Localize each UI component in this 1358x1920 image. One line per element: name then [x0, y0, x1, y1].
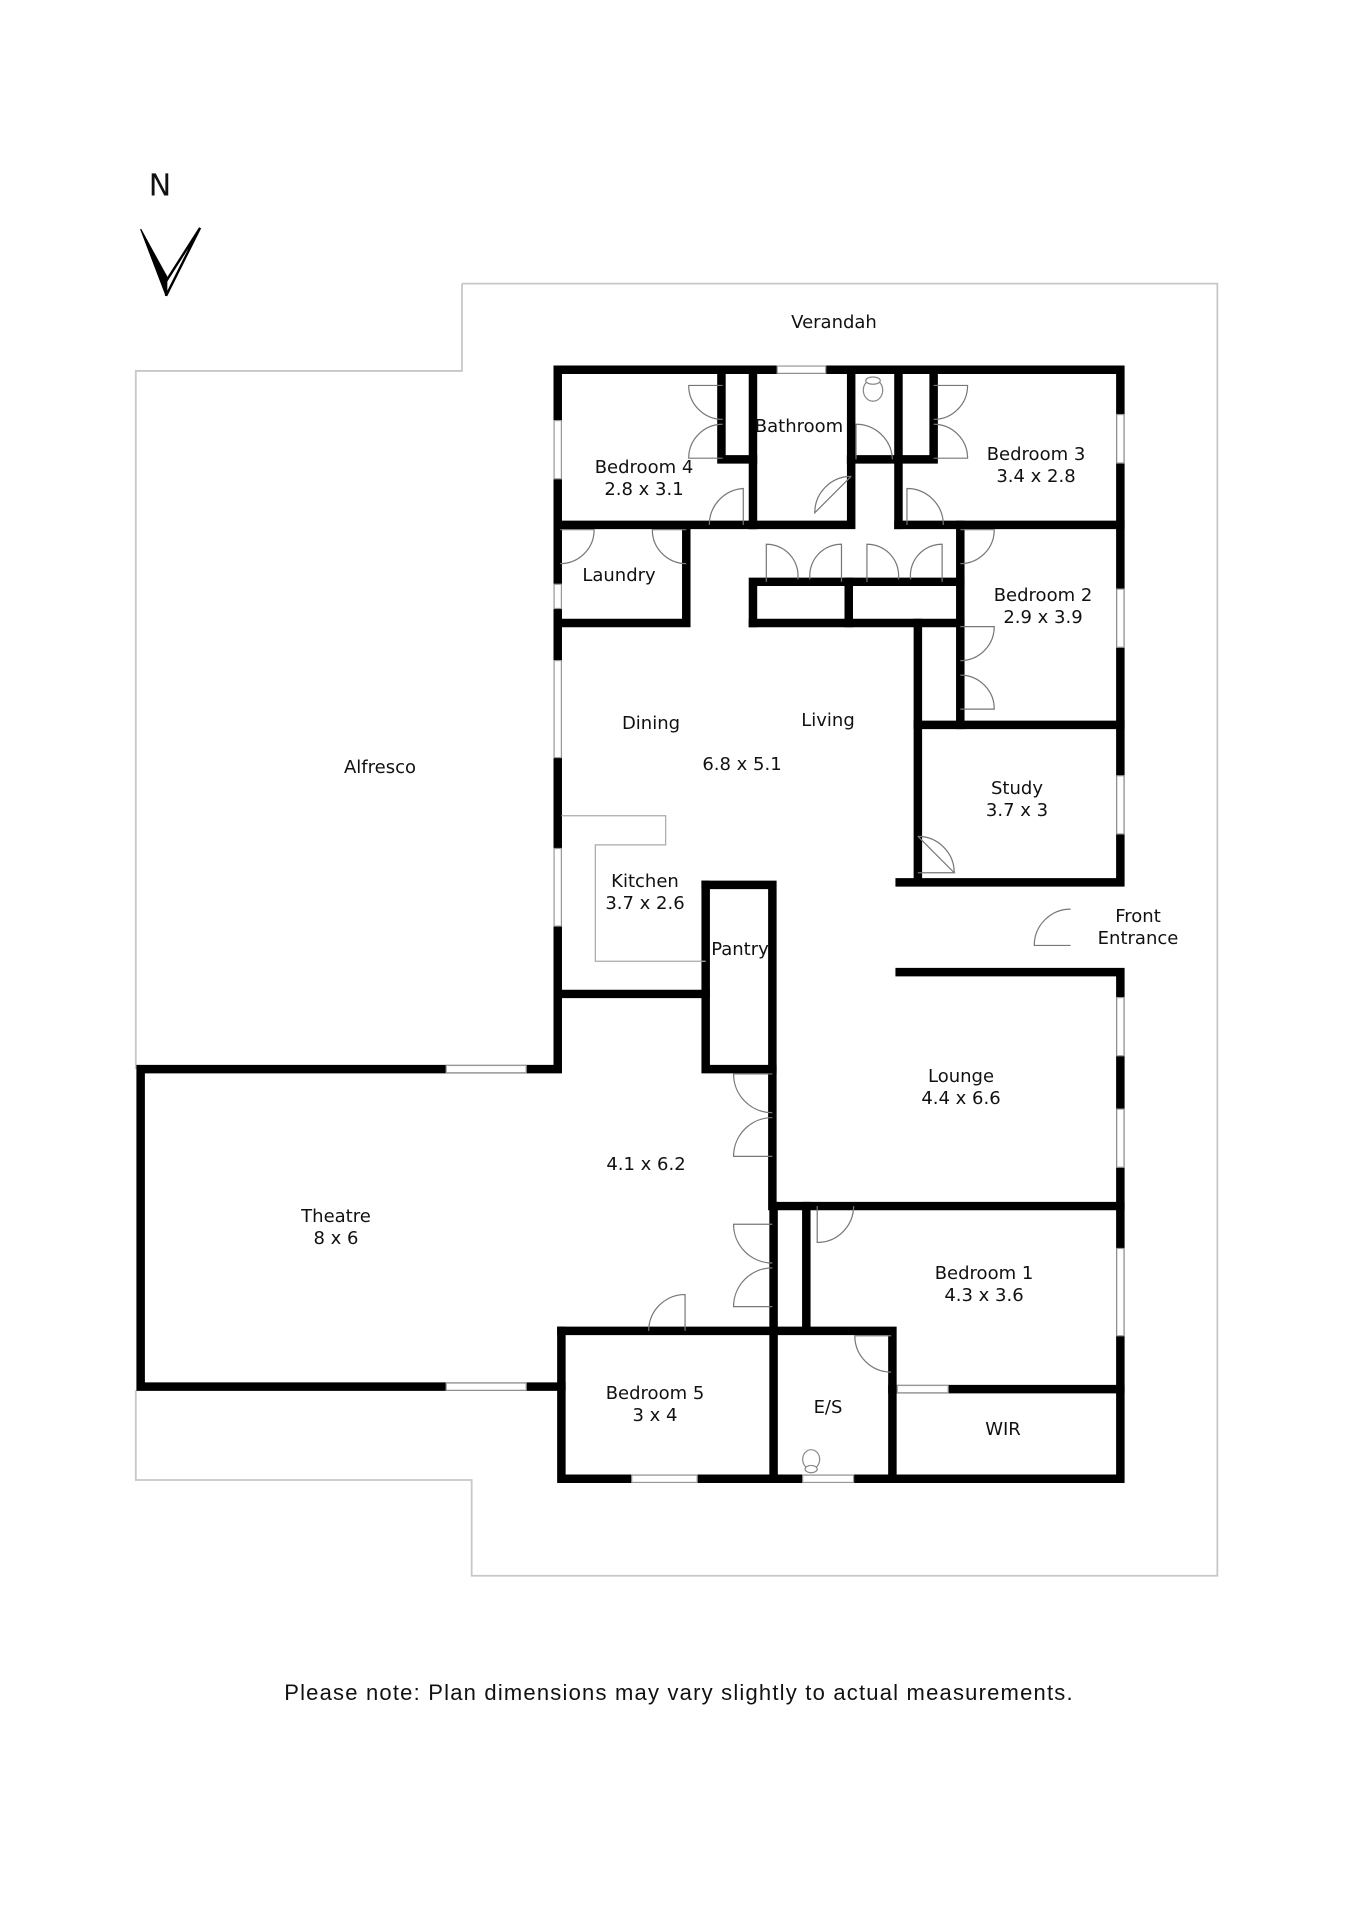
door-swings: [560, 384, 1071, 1373]
compass-label: N: [148, 168, 172, 204]
room-living: Living: [801, 710, 855, 731]
walls: [136, 365, 1125, 1484]
toilet-icon: [802, 376, 884, 1474]
room-bathroom: Bathroom: [754, 416, 844, 437]
room-dining: Dining: [621, 713, 681, 734]
outdoor-area-outline: [134, 282, 1219, 1577]
disclaimer-note: Please note: Plan dimensions may vary sl…: [284, 1680, 1074, 1705]
room-hall-dims: 4.1 x 6.2: [606, 1154, 686, 1175]
room-ensuite: E/S: [813, 1397, 843, 1418]
alfresco-outline: [134, 283, 463, 1070]
room-dining-living-dims: 6.8 x 5.1: [702, 754, 782, 775]
room-pantry: Pantry: [711, 939, 769, 960]
room-laundry: Laundry: [582, 565, 656, 586]
room-wir: WIR: [985, 1419, 1021, 1440]
room-verandah: Verandah: [791, 312, 877, 333]
north-arrow-icon: [140, 227, 202, 297]
room-alfresco: Alfresco: [343, 757, 417, 778]
kitchen-bench: [561, 815, 706, 962]
windows: [445, 365, 1125, 1484]
